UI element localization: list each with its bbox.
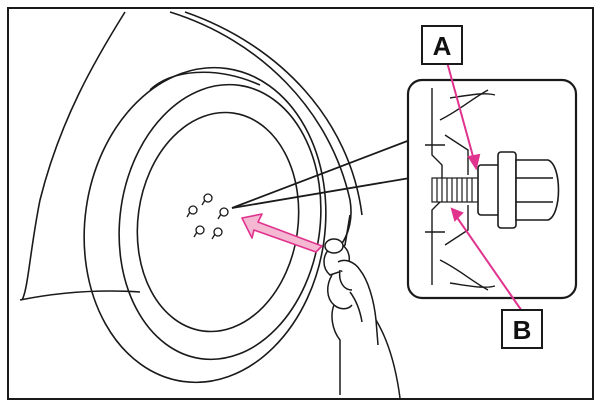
pointer-b-head [450, 207, 464, 222]
label-b: B [513, 315, 532, 345]
label-a: A [433, 31, 452, 61]
label-b-box: B [501, 309, 543, 349]
threaded-stud [431, 177, 481, 203]
lug-stud [201, 193, 213, 206]
tire-wheel-icon [83, 66, 327, 384]
label-a-box: A [421, 25, 463, 65]
direction-arrow [241, 213, 323, 253]
pointer-a [446, 61, 475, 161]
lug-stud [186, 205, 198, 218]
hand-holding-nut-icon [323, 238, 401, 399]
lug-stud [217, 207, 229, 220]
pointer-b [455, 215, 525, 315]
magnified-detail-panel [406, 61, 578, 315]
pointer-a-head [467, 153, 481, 171]
lug-stud [211, 227, 223, 240]
lug-stud [193, 225, 205, 238]
lug-stud-cluster [186, 193, 229, 240]
callout-lines [231, 139, 411, 209]
pointer-lines [446, 61, 525, 315]
lug-nut-icon [477, 151, 560, 229]
car-fender [19, 11, 363, 301]
